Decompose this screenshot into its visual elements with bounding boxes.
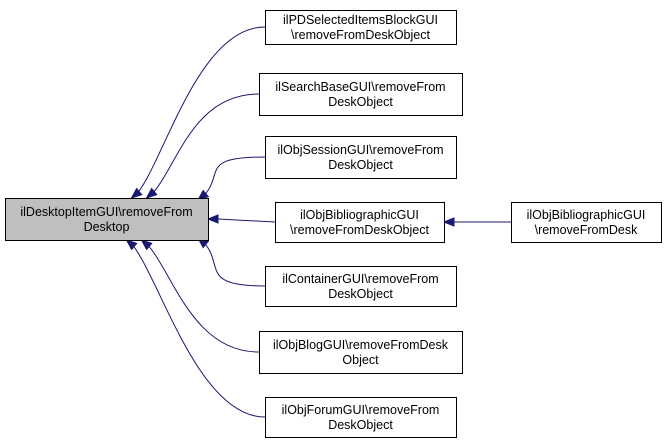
node-label-line1-objbib: ilObjBibliographicGUI [300, 208, 419, 222]
edge-objbib-to-focus [217, 218, 276, 223]
edge-objsession-to-focus [199, 156, 266, 201]
node-searchbase[interactable]: ilSearchBaseGUI\removeFromDeskObject [259, 73, 463, 116]
node-label-line2-focus: Desktop [84, 220, 130, 234]
node-label-line2-pdselected: \removeFromDeskObject [291, 28, 430, 42]
node-label-line1-objblog: ilObjBlogGUI\removeFromDesk [273, 338, 449, 352]
node-box-pdselected[interactable] [265, 10, 457, 45]
node-objsession[interactable]: ilObjSessionGUI\removeFromDeskObject [265, 136, 457, 179]
node-label-line2-objforum: DeskObject [328, 418, 393, 432]
arrowhead-objblog-to-focus [140, 239, 153, 251]
node-label-line1-focus: ilDesktopItemGUI\removeFrom [20, 205, 192, 219]
node-label-line2-objbib2: \removeFromDesk [535, 223, 639, 237]
edge-searchbase-to-focus [147, 93, 260, 199]
arrowhead-objforum-to-focus [125, 239, 138, 251]
edge-objblog-to-focus [142, 239, 260, 353]
node-label-line2-objblog: Object [342, 353, 379, 367]
edge-pdselected-to-focus [132, 26, 266, 199]
node-container[interactable]: ilContainerGUI\removeFromDeskObject [265, 266, 457, 307]
node-label-line1-pdselected: ilPDSelectedItemsBlockGUI [283, 13, 438, 27]
edge-container-to-focus [199, 237, 266, 287]
node-label-line1-container: ilContainerGUI\removeFrom [282, 272, 438, 286]
node-label-line2-searchbase: DeskObject [328, 95, 393, 109]
node-box-objbib[interactable] [275, 202, 445, 243]
node-label-line2-objsession: DeskObject [328, 158, 393, 172]
node-label-line1-objbib2: ilObjBibliographicGUI [527, 208, 646, 222]
node-label-line2-objbib: \removeFromDeskObject [290, 223, 429, 237]
arrowhead-pdselected-to-focus [130, 187, 143, 199]
node-objbib2[interactable]: ilObjBibliographicGUI\removeFromDesk [511, 202, 662, 243]
node-label-line1-objforum: ilObjForumGUI\removeFrom [282, 403, 440, 417]
edge-objforum-to-focus [127, 239, 266, 418]
node-label-line1-searchbase: ilSearchBaseGUI\removeFrom [275, 80, 445, 94]
arrowhead-objbib-to-focus [206, 214, 219, 224]
node-box-container[interactable] [265, 266, 457, 307]
node-pdselected[interactable]: ilPDSelectedItemsBlockGUI\removeFromDesk… [265, 10, 457, 45]
arrowhead-searchbase-to-focus [145, 187, 158, 199]
node-label-line1-objsession: ilObjSessionGUI\removeFrom [277, 143, 443, 157]
node-box-searchbase[interactable] [259, 73, 463, 116]
node-box-objsession[interactable] [265, 136, 457, 179]
node-box-objbib2[interactable] [511, 202, 662, 243]
node-label-line2-container: DeskObject [328, 287, 393, 301]
node-box-objblog[interactable] [259, 331, 463, 374]
node-objblog[interactable]: ilObjBlogGUI\removeFromDeskObject [259, 331, 463, 374]
node-box-objforum[interactable] [265, 397, 457, 438]
arrowhead-objbib2-to-objbib [442, 217, 455, 227]
node-objforum[interactable]: ilObjForumGUI\removeFromDeskObject [265, 397, 457, 438]
node-box-focus[interactable] [5, 198, 209, 241]
node-objbib[interactable]: ilObjBibliographicGUI\removeFromDeskObje… [275, 202, 445, 243]
